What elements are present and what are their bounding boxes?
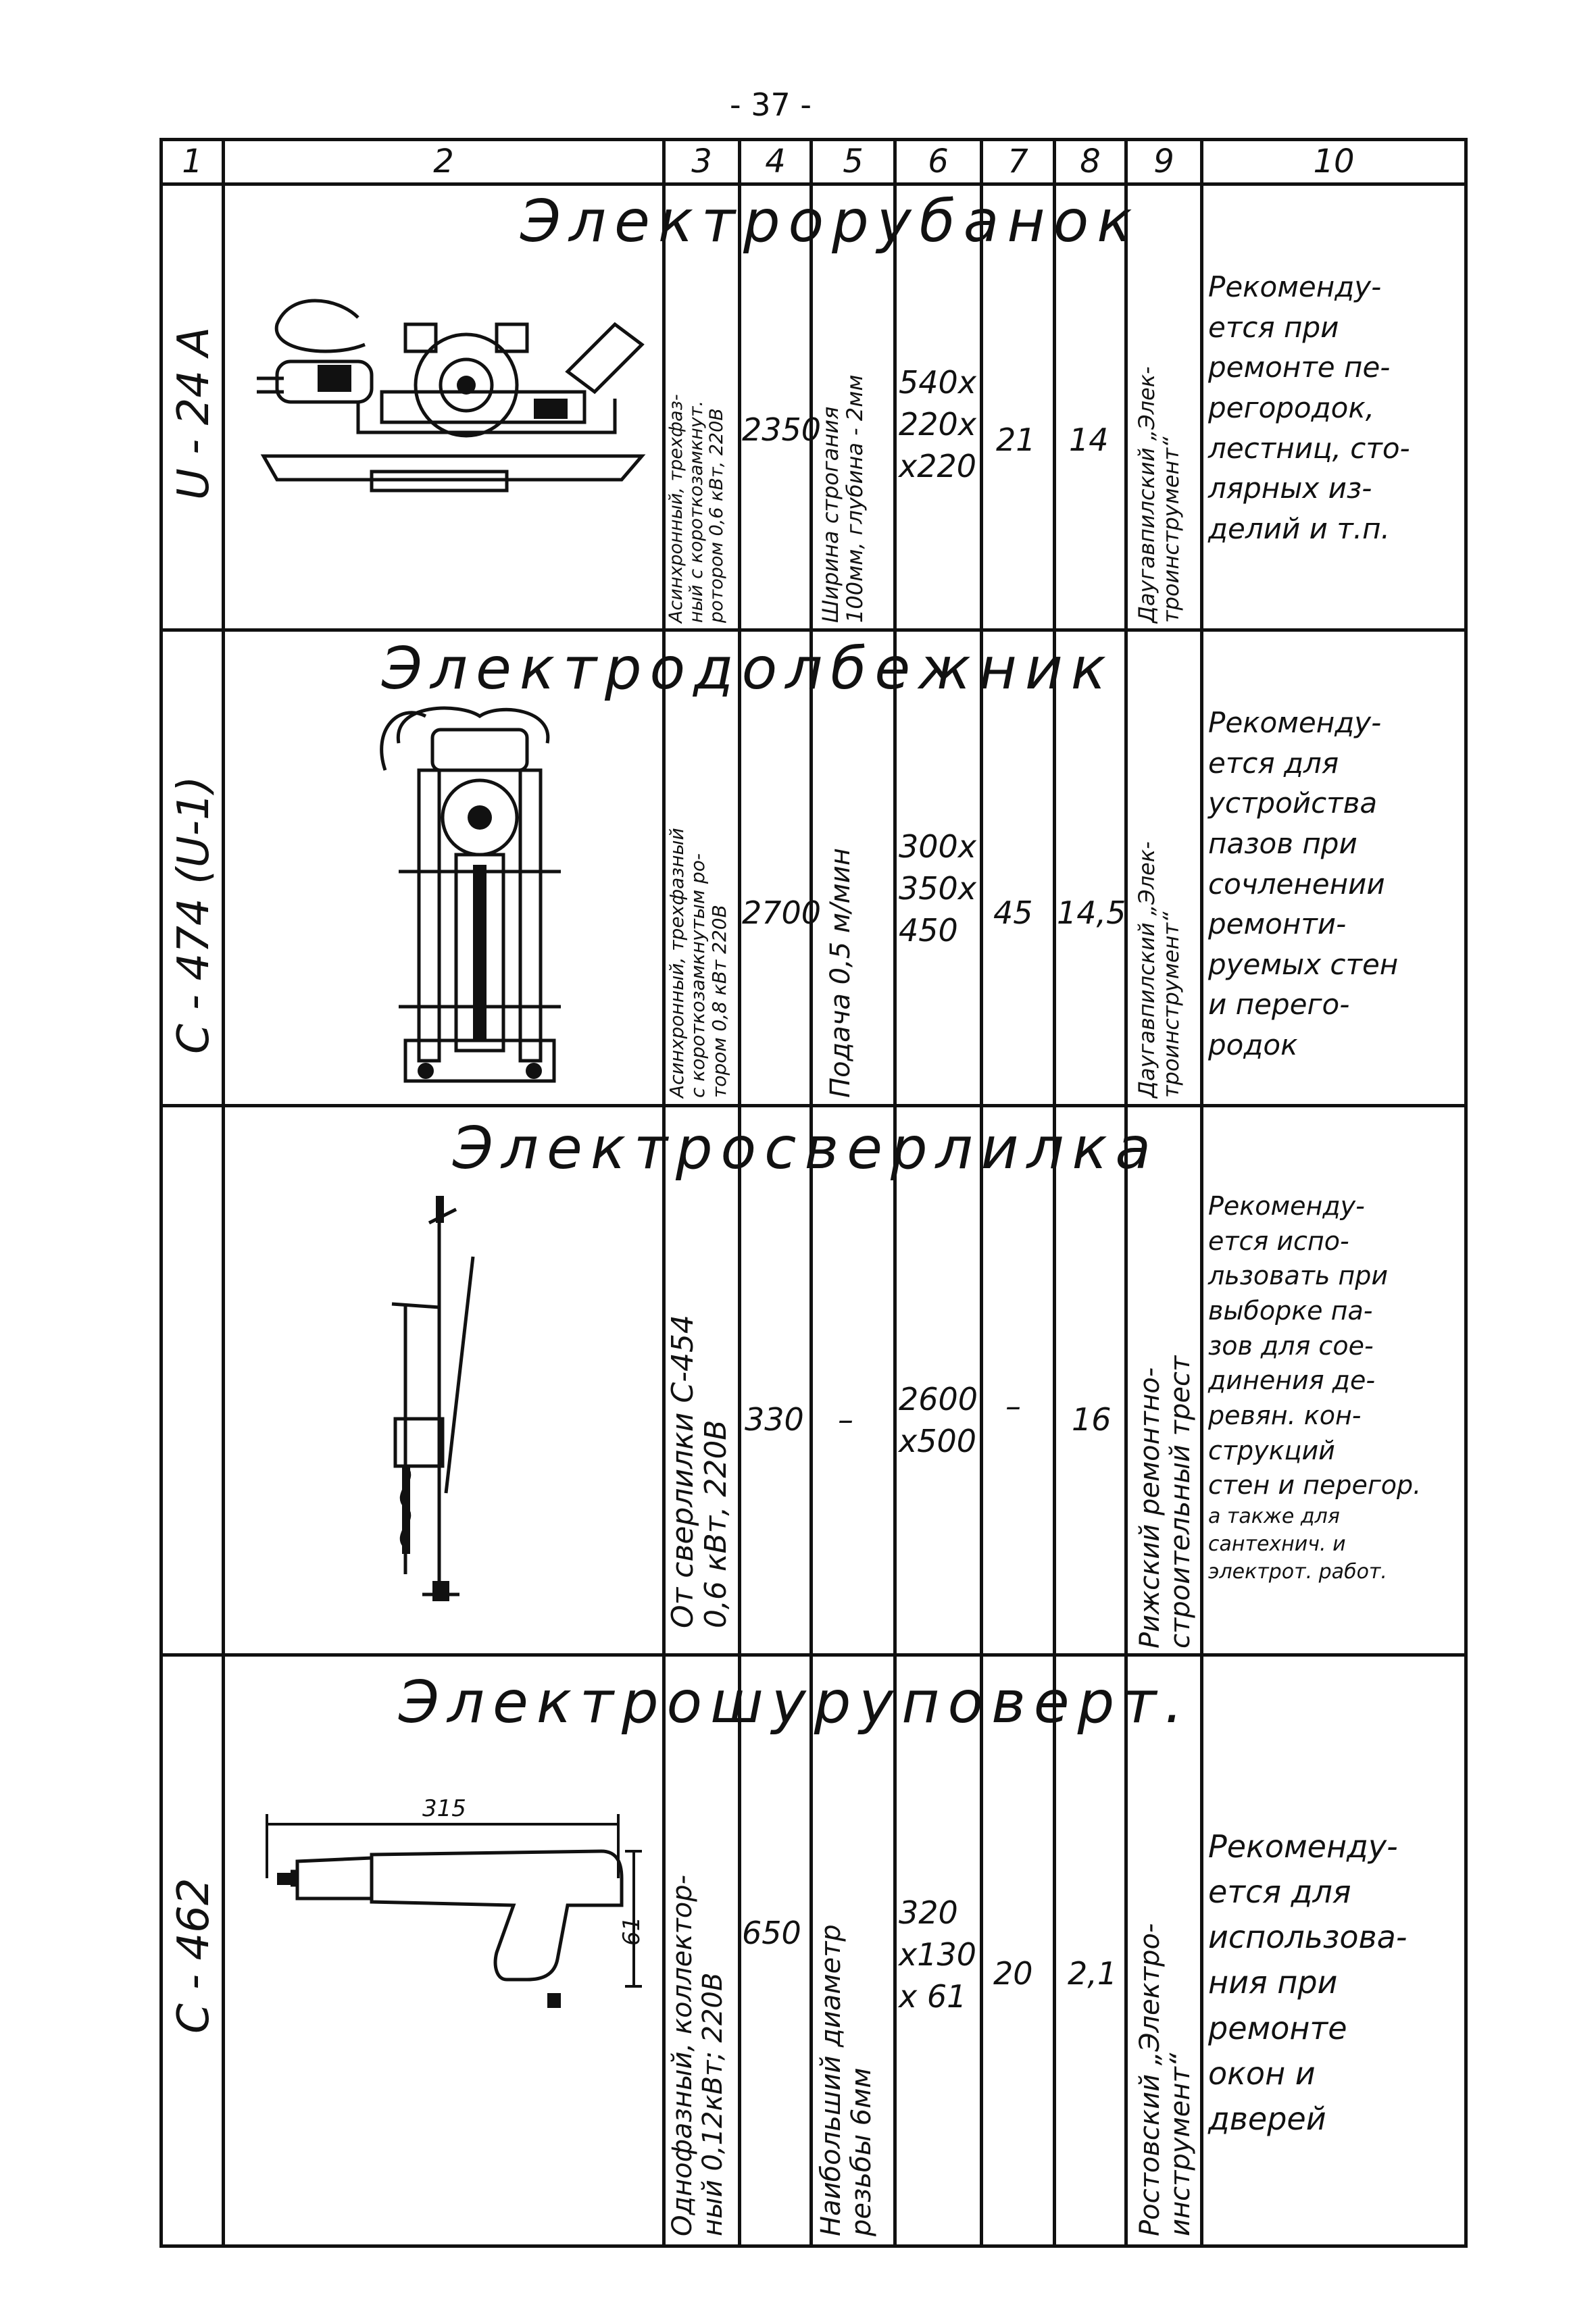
screwdriver-illustration	[266, 1814, 642, 2008]
page-number: - 37 -	[730, 86, 812, 123]
mass-value: 330	[745, 1401, 804, 1438]
mass-value: 2350	[742, 411, 822, 448]
col7-value: 20	[993, 1955, 1033, 1992]
col7-value: 45	[993, 895, 1033, 931]
tool-mark: С - 462	[169, 1878, 219, 2034]
planer-illustration	[257, 299, 646, 493]
mortiser-illustration	[380, 706, 561, 1083]
drill-stand-illustration	[391, 1196, 475, 1601]
length-dimension-label: 315	[422, 1795, 466, 1822]
col-header-8: 8	[1080, 143, 1101, 180]
motor-spec: Асинхронный, трехфаз-ный с короткозамкну…	[666, 394, 728, 623]
manufacturer: Рижский ремонтно-строительный трест	[1134, 1355, 1196, 1649]
tool-title: Электродолбежник	[382, 635, 1114, 703]
col-header-2: 2	[433, 143, 454, 180]
col-header-1: 1	[182, 143, 203, 180]
col-header-4: 4	[765, 143, 786, 180]
params-value: –	[838, 1401, 853, 1438]
col-header-5: 5	[843, 143, 864, 180]
params-spec: Подача 0,5 м/мин	[825, 848, 856, 1098]
tool-mark: С - 474 (U-1)	[169, 776, 219, 1054]
motor-spec: Однофазный, коллектор-ный 0,12кВт; 220В	[667, 1874, 728, 2236]
manufacturer: Даугавпилский „Элек-троинструмент“	[1134, 841, 1184, 1098]
mass-value: 650	[742, 1915, 801, 1951]
manufacturer: Ростовский „Электро-инструмент“	[1134, 1923, 1196, 2236]
tool-title: Электрошуруповерт.	[399, 1669, 1191, 1736]
tool-title: Электрорубанок	[520, 188, 1141, 255]
col7-value: 21	[996, 422, 1036, 458]
manufacturer: Даугавпилский „Элек-троинструмент“	[1134, 366, 1184, 623]
col-header-3: 3	[691, 143, 712, 180]
col8-value: 14,5	[1057, 895, 1126, 931]
col8-value: 14	[1069, 422, 1109, 458]
col-header-6: 6	[928, 143, 949, 180]
tool-mark: U - 24 A	[169, 326, 219, 500]
col-header-9: 9	[1153, 143, 1174, 180]
height-dimension-label: 61	[618, 1916, 645, 1946]
col8-value: 2,1	[1068, 1955, 1118, 1992]
col-header-7: 7	[1007, 143, 1028, 180]
tool-title: Электросверлилка	[453, 1115, 1159, 1182]
col-header-10: 10	[1313, 143, 1355, 180]
col7-value: –	[1005, 1388, 1021, 1424]
col8-value: 16	[1072, 1401, 1112, 1438]
mass-value: 2700	[742, 895, 822, 931]
